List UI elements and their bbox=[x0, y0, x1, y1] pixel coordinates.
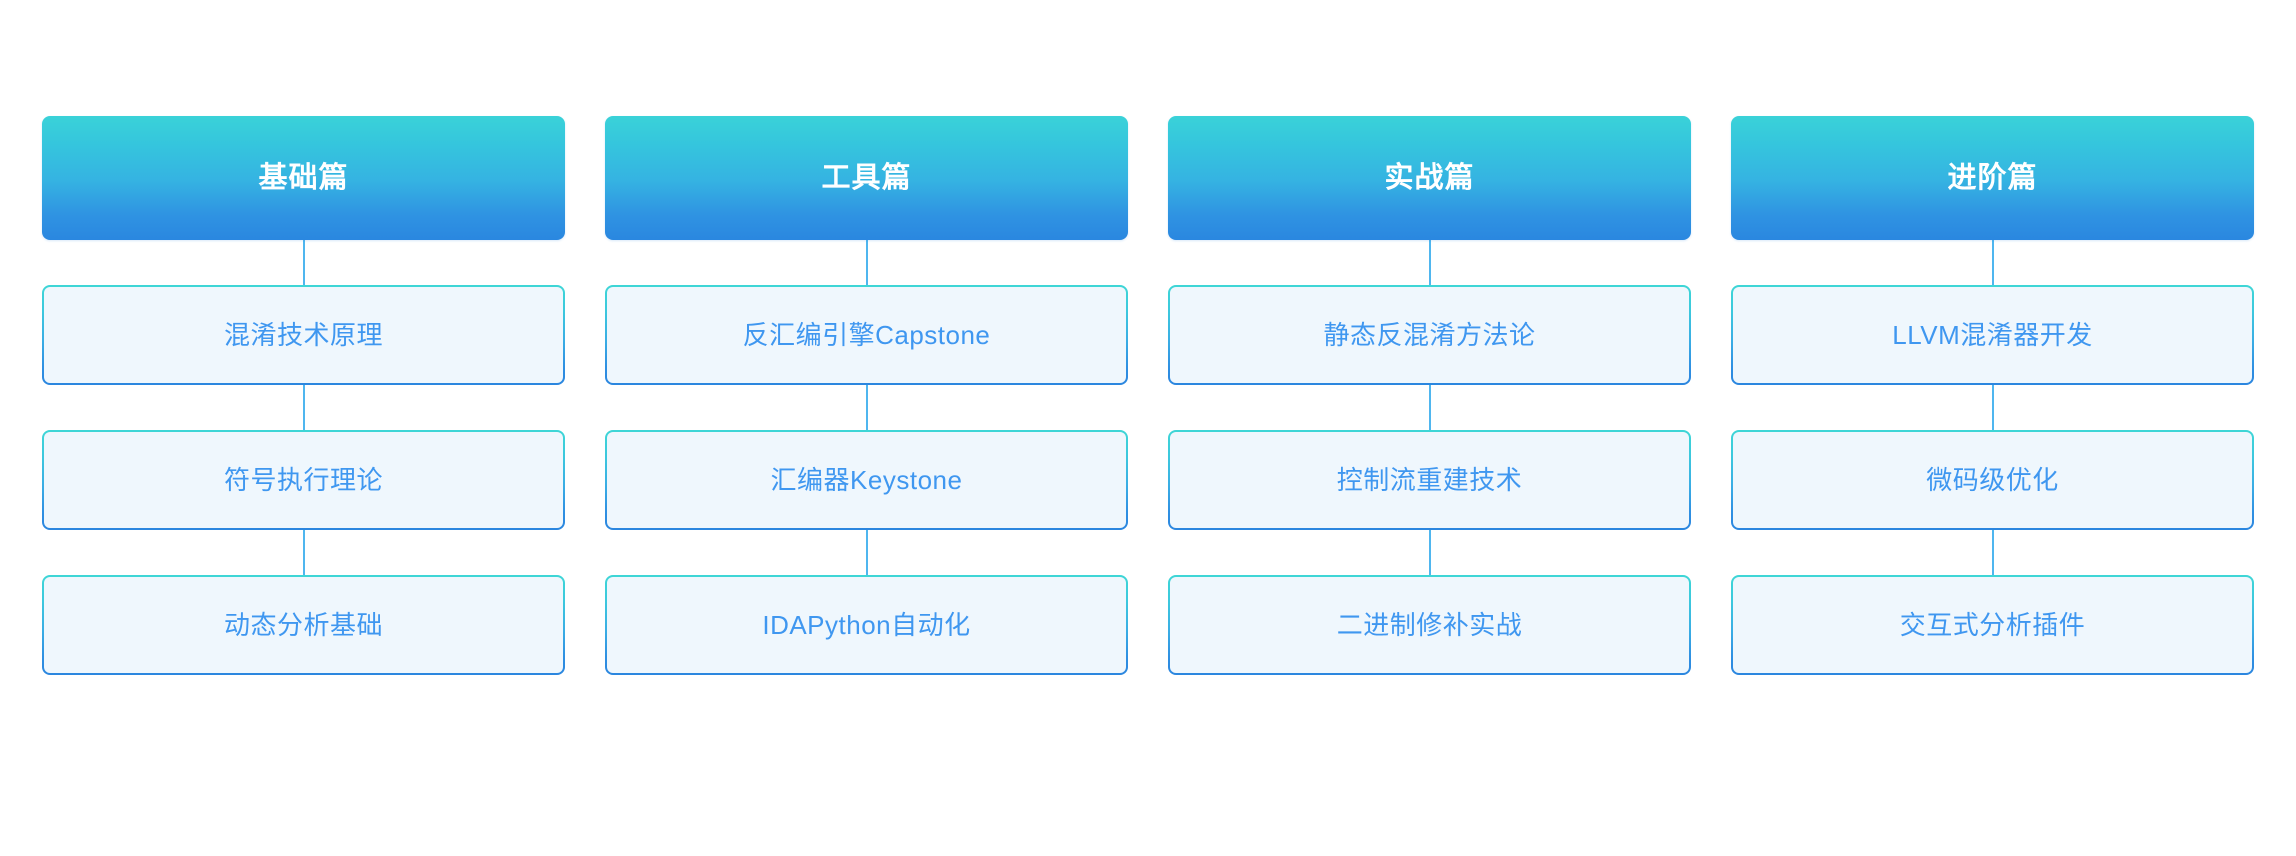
topic-card-inner: 混淆技术原理 bbox=[44, 287, 563, 383]
topic-card-2-3[interactable]: IDAPython自动化 bbox=[605, 575, 1128, 675]
connector-3-1 bbox=[1168, 385, 1691, 430]
topic-card-label-3-1: 静态反混淆方法论 bbox=[1323, 320, 1536, 350]
topic-card-4-2[interactable]: 微码级优化 bbox=[1731, 430, 2254, 530]
category-header-label-2: 工具篇 bbox=[821, 161, 912, 194]
category-header-label-4: 进阶篇 bbox=[1947, 161, 2038, 194]
category-header-card-1[interactable]: 基础篇 bbox=[42, 116, 565, 240]
connector-line-icon bbox=[865, 385, 868, 430]
connector-3-0 bbox=[1168, 240, 1691, 285]
connector-line-icon bbox=[302, 530, 305, 575]
connector-line-icon bbox=[1428, 385, 1431, 430]
category-header-card-3[interactable]: 实战篇 bbox=[1168, 116, 1691, 240]
flowchart-column-3: 实战篇 静态反混淆方法论 控制流重建技术 bbox=[1168, 116, 1691, 675]
connector-2-0 bbox=[605, 240, 1128, 285]
category-header-card-2[interactable]: 工具篇 bbox=[605, 116, 1128, 240]
topic-card-inner: 微码级优化 bbox=[1733, 432, 2252, 528]
topic-card-inner: IDAPython自动化 bbox=[607, 577, 1126, 673]
connector-line-icon bbox=[1991, 240, 1994, 285]
connector-1-1 bbox=[42, 385, 565, 430]
topic-card-4-3[interactable]: 交互式分析插件 bbox=[1731, 575, 2254, 675]
category-header-label-1: 基础篇 bbox=[258, 161, 349, 194]
topic-card-inner: 控制流重建技术 bbox=[1170, 432, 1689, 528]
connector-1-0 bbox=[42, 240, 565, 285]
topic-card-3-3[interactable]: 二进制修补实战 bbox=[1168, 575, 1691, 675]
topic-card-label-4-2: 微码级优化 bbox=[1926, 465, 2059, 495]
connector-3-2 bbox=[1168, 530, 1691, 575]
flowchart-column-4: 进阶篇 LLVM混淆器开发 微码级优化 bbox=[1731, 116, 2254, 675]
topic-card-inner: LLVM混淆器开发 bbox=[1733, 287, 2252, 383]
connector-line-icon bbox=[1991, 385, 1994, 430]
topic-card-inner: 静态反混淆方法论 bbox=[1170, 287, 1689, 383]
topic-card-label-2-2: 汇编器Keystone bbox=[770, 465, 963, 495]
topic-card-label-1-2: 符号执行理论 bbox=[223, 465, 383, 495]
connector-line-icon bbox=[302, 385, 305, 430]
topic-card-label-4-1: LLVM混淆器开发 bbox=[1892, 320, 2093, 350]
connector-line-icon bbox=[1428, 240, 1431, 285]
connector-1-2 bbox=[42, 530, 565, 575]
topic-card-3-1[interactable]: 静态反混淆方法论 bbox=[1168, 285, 1691, 385]
connector-line-icon bbox=[865, 530, 868, 575]
topic-card-label-3-2: 控制流重建技术 bbox=[1336, 465, 1523, 495]
topic-card-2-1[interactable]: 反汇编引擎Capstone bbox=[605, 285, 1128, 385]
topic-card-1-2[interactable]: 符号执行理论 bbox=[42, 430, 565, 530]
topic-card-label-1-3: 动态分析基础 bbox=[223, 610, 383, 640]
flowchart-column-1: 基础篇 混淆技术原理 符号执行理论 bbox=[42, 116, 565, 675]
topic-card-label-2-3: IDAPython自动化 bbox=[762, 610, 971, 640]
topic-card-inner: 动态分析基础 bbox=[44, 577, 563, 673]
topic-card-inner: 汇编器Keystone bbox=[607, 432, 1126, 528]
connector-line-icon bbox=[865, 240, 868, 285]
topic-card-inner: 交互式分析插件 bbox=[1733, 577, 2252, 673]
topic-card-inner: 符号执行理论 bbox=[44, 432, 563, 528]
topic-card-4-1[interactable]: LLVM混淆器开发 bbox=[1731, 285, 2254, 385]
topic-card-label-1-1: 混淆技术原理 bbox=[223, 320, 383, 350]
topic-card-label-3-3: 二进制修补实战 bbox=[1336, 610, 1523, 640]
flowchart-column-2: 工具篇 反汇编引擎Capstone 汇编器Keystone bbox=[605, 116, 1128, 675]
topic-card-3-2[interactable]: 控制流重建技术 bbox=[1168, 430, 1691, 530]
connector-2-2 bbox=[605, 530, 1128, 575]
topic-card-label-2-1: 反汇编引擎Capstone bbox=[742, 320, 991, 350]
topic-card-label-4-3: 交互式分析插件 bbox=[1899, 610, 2086, 640]
connector-line-icon bbox=[1991, 530, 1994, 575]
connector-4-2 bbox=[1731, 530, 2254, 575]
topic-card-inner: 二进制修补实战 bbox=[1170, 577, 1689, 673]
connector-line-icon bbox=[302, 240, 305, 285]
topic-card-2-2[interactable]: 汇编器Keystone bbox=[605, 430, 1128, 530]
flowchart-columns: 基础篇 混淆技术原理 符号执行理论 bbox=[42, 116, 2254, 675]
connector-line-icon bbox=[1428, 530, 1431, 575]
connector-2-1 bbox=[605, 385, 1128, 430]
topic-card-1-3[interactable]: 动态分析基础 bbox=[42, 575, 565, 675]
connector-4-0 bbox=[1731, 240, 2254, 285]
topic-card-1-1[interactable]: 混淆技术原理 bbox=[42, 285, 565, 385]
category-header-card-4[interactable]: 进阶篇 bbox=[1731, 116, 2254, 240]
connector-4-1 bbox=[1731, 385, 2254, 430]
topic-card-inner: 反汇编引擎Capstone bbox=[607, 287, 1126, 383]
category-header-label-3: 实战篇 bbox=[1384, 161, 1475, 194]
